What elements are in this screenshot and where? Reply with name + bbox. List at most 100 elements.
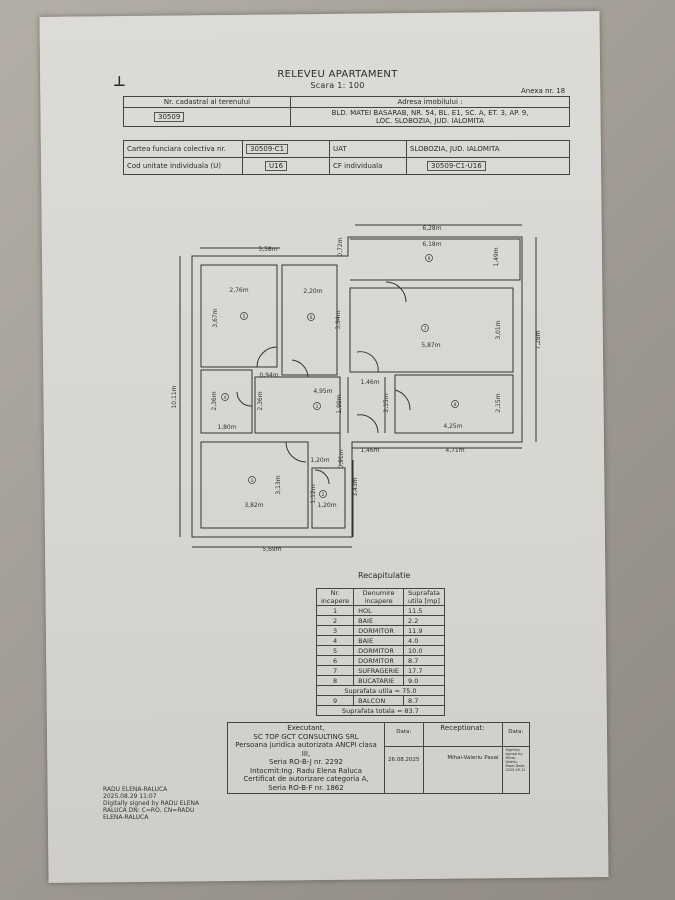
- receiver-signature: Digitally signed by Mihai-Valeriu Pasai …: [501, 746, 530, 794]
- dim-label: 1,12m: [310, 484, 317, 503]
- address-line2: LOC. SLOBOZIA, JUD. IALOMITA: [375, 117, 485, 125]
- room-nr: 5: [315, 645, 355, 656]
- dim-label: 3,43m: [352, 477, 359, 496]
- room-name: DORMITOR: [353, 625, 405, 636]
- dim-label: 6,28m: [422, 225, 441, 232]
- room-number-6: 6: [310, 315, 313, 321]
- dim-label: 1,20m: [317, 502, 336, 509]
- dim-label: 3,13m: [275, 475, 282, 494]
- dim-label: 4,71m: [445, 447, 464, 454]
- room-2: [311, 467, 346, 529]
- room-8: [394, 374, 514, 434]
- exec-line: Seria RO-B-J nr. 2292: [269, 758, 343, 766]
- dim-label: 2,15m: [495, 393, 502, 412]
- room-number-4: 4: [224, 395, 227, 401]
- room-area: 11.9: [403, 625, 445, 636]
- balcony-inner: [350, 238, 521, 281]
- hall-1: [254, 376, 341, 434]
- dim-label: 2,76m: [229, 287, 248, 294]
- digital-signature: RADU ELENA-RALUCA 2025.08.29 11:07 Digit…: [103, 786, 199, 821]
- code-value: U16: [265, 161, 288, 171]
- exec-line: Intocmit:Ing. Radu Elena Raluca: [250, 766, 362, 775]
- dim-label: 1,80m: [217, 424, 236, 431]
- pin-icon: ⊥: [113, 74, 126, 90]
- outer-walls: [191, 236, 523, 538]
- room-number-3: 3: [251, 478, 254, 484]
- room-nr: 1: [315, 605, 355, 616]
- dim-label: 4,95m: [313, 388, 332, 395]
- room-nr: 9: [315, 695, 355, 706]
- dim-label: 3,94m: [335, 310, 342, 329]
- cadastral-value: 30509: [154, 112, 185, 122]
- dim-label: 2,20m: [303, 288, 322, 295]
- dim-label: 0,91m: [338, 449, 345, 468]
- dim-label: 1,49m: [493, 247, 500, 266]
- dim-label: 5,58m: [258, 246, 277, 253]
- dim-label: 5,87m: [421, 342, 440, 349]
- annex-label: Anexa nr. 18: [521, 87, 566, 95]
- date2-label: Data:: [501, 721, 530, 748]
- room-name: SUFRAGERIE: [353, 665, 405, 676]
- room-name: BUCATARIE: [353, 675, 405, 686]
- dim-label: 4,25m: [443, 423, 462, 430]
- room-6: [281, 264, 338, 376]
- dim-label: 5,69m: [262, 546, 281, 553]
- room-nr: 7: [315, 665, 355, 676]
- room-number-5: 5: [243, 314, 246, 320]
- room-nr: 3: [315, 625, 355, 636]
- room-nr: 4: [315, 635, 355, 646]
- dim-label: 0,94m: [259, 372, 278, 379]
- exec-line: Persoana juridica autorizata ANCPI clasa…: [235, 741, 377, 758]
- exec-company: SC TOP GCT CONSULTING SRL: [253, 732, 359, 741]
- dim-label: 3,82m: [244, 502, 263, 509]
- room-area: 11.5: [403, 605, 445, 616]
- received-label: Receptionat:: [422, 721, 503, 748]
- date-label: Data:: [384, 721, 424, 748]
- dim-label: 1,46m: [360, 447, 379, 454]
- room-number-9: 9: [428, 256, 431, 262]
- room-name: BAIE: [353, 635, 405, 646]
- recap-header: Denumire incapere: [353, 588, 405, 606]
- room-area: 8.7: [403, 655, 445, 666]
- dim-label: 0,72m: [337, 237, 344, 256]
- sig-line: RADU ELENA-RALUCA: [103, 786, 168, 793]
- dimension-labels: 5,58m 6,28m 6,18m 0,72m 1,49m 10,11m 7,2…: [171, 225, 542, 553]
- dim-label: 7,28m: [535, 330, 542, 349]
- room-name: BALCON: [353, 695, 405, 706]
- room-5: [200, 264, 278, 368]
- room-number-8: 8: [454, 402, 457, 408]
- address-line1: BLD. MATEI BASARAB, NR. 54, BL. E1, SC. …: [331, 109, 529, 117]
- room-nr: 6: [315, 655, 355, 666]
- dim-label: 1,20m: [310, 457, 329, 464]
- dim-label: 1,46m: [360, 379, 379, 386]
- sig-line: Digitally signed by RADU ELENA: [103, 800, 200, 807]
- dim-label: 2,36m: [257, 391, 264, 410]
- room-area: 17.7: [403, 665, 445, 676]
- receiver-name: Mihai-Valeriu Pasai: [422, 746, 503, 794]
- dim-label: 6,18m: [422, 241, 441, 248]
- executant-table: Executant, SC TOP GCT CONSULTING SRL Per…: [227, 721, 530, 794]
- sig-line: ELENA-RALUCA: [103, 814, 149, 821]
- room-number-7: 7: [424, 326, 427, 332]
- dim-label: 10,11m: [171, 385, 178, 408]
- cf-value: 30509-C1: [246, 144, 289, 154]
- room-nr: 8: [315, 675, 355, 686]
- room-name: DORMITOR: [353, 645, 405, 656]
- room-4: [200, 369, 253, 434]
- scale-label: Scara 1: 100: [310, 81, 365, 90]
- room-area: 9.0: [403, 675, 445, 686]
- sig-line: RALUCA DN: C=RO, CN=RADU: [103, 807, 195, 814]
- room-7: [349, 287, 514, 373]
- recap-header: Nr. incapere: [315, 588, 355, 606]
- door-arcs: [236, 281, 411, 485]
- dim-label: 3,67m: [212, 308, 219, 327]
- room-area: 4.0: [403, 635, 445, 646]
